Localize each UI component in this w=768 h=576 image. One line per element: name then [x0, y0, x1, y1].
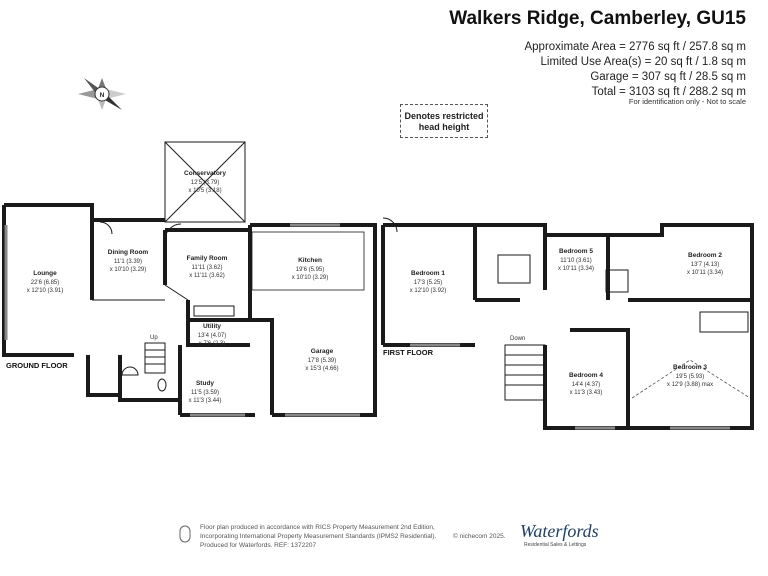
dining-room-dim2: x 10'10 (3.29)	[110, 267, 147, 273]
family-room-name: Family Room	[187, 255, 228, 262]
bedroom-3-dim2: x 12'9 (3.88) max	[667, 382, 713, 388]
conservatory-name: Conservatory	[184, 170, 226, 177]
first-floor-windows	[410, 343, 730, 430]
garage-dim2: x 15'3 (4.66)	[305, 366, 338, 372]
conservatory-dim2: x 10'5 (3.18)	[188, 188, 221, 194]
approx-area-text: Approximate Area = 2776 sq ft / 257.8 sq…	[524, 41, 746, 53]
property-title: Walkers Ridge, Camberley, GU15	[449, 8, 746, 29]
kitchen-dim1: 19'6 (5.95)	[296, 267, 325, 273]
conservatory	[164, 141, 246, 223]
lounge-name: Lounge	[33, 270, 57, 277]
bedroom-5-name: Bedroom 5	[559, 248, 593, 255]
conservatory-dim1: 12'5 (3.79)	[191, 180, 220, 186]
bedroom-2-name: Bedroom 2	[688, 252, 722, 259]
dining-room-dim1: 11'1 (3.39)	[114, 259, 142, 265]
bedroom-2-dim2: x 10'11 (3.34)	[687, 270, 723, 276]
garage-area-text: Garage = 307 sq ft / 28.5 sq m	[590, 71, 746, 83]
garage-dim1: 17'8 (5.39)	[308, 358, 337, 364]
dining-room-name: Dining Room	[108, 249, 149, 256]
bedroom-1-dim1: 17'3 (5.25)	[414, 280, 443, 286]
first-floor-label: FIRST FLOOR	[383, 348, 434, 357]
footer-line-2: Incorporating International Property Mea…	[200, 533, 437, 540]
footer-line-1: Floor plan produced in accordance with R…	[200, 524, 435, 531]
ipms-badge-icon	[179, 525, 191, 543]
bedroom-1-name: Bedroom 1	[411, 270, 445, 277]
utility-dim2: x 7'6 (2.3)	[199, 341, 226, 347]
bedroom-1-dim2: x 12'10 (3.92)	[410, 288, 447, 294]
bedroom-3-dim1: 19'5 (5.93)	[676, 374, 705, 380]
study-dim2: x 11'3 (3.44)	[189, 398, 222, 404]
utility-dim1: 13'4 (4.07)	[198, 333, 227, 339]
ground-floor-details	[92, 221, 365, 392]
compass-north-label: N	[100, 92, 105, 99]
footer-line-3: Produced for Waterfords. REF: 1372207	[200, 542, 317, 549]
kitchen-dim2: x 10'10 (3.29)	[292, 275, 329, 281]
study-name: Study	[196, 380, 214, 387]
bedroom-5-dim2: x 10'11 (3.34)	[558, 266, 594, 272]
ground-floor-walls	[2, 203, 377, 417]
family-room-dim1: 11'11 (3.62)	[192, 265, 223, 271]
utility-name: Utility	[203, 323, 221, 330]
bedroom-4-name: Bedroom 4	[569, 372, 603, 379]
limited-use-text: Limited Use Area(s) = 20 sq ft / 1.8 sq …	[540, 56, 747, 68]
copyright-text: © nichecom 2025.	[453, 533, 506, 540]
first-floor-details	[382, 217, 749, 401]
study-dim1: 11'5 (3.59)	[191, 390, 219, 396]
bedroom-5-dim1: 11'10 (3.61)	[560, 258, 591, 264]
kitchen-name: Kitchen	[298, 257, 322, 264]
total-area-text: Total = 3103 sq ft / 288.2 sq m	[591, 86, 746, 98]
identification-note: For identification only - Not to scale	[628, 97, 746, 106]
restricted-head-height-area	[631, 359, 751, 399]
ground-floor-label: GROUND FLOOR	[6, 361, 68, 370]
ground-floor-windows	[4, 223, 360, 417]
family-room-dim2: x 11'11 (3.62)	[189, 273, 225, 279]
waterfords-tagline: Residential Sales & Lettings	[524, 542, 587, 548]
footer-notes: Floor plan produced in accordance with R…	[200, 523, 506, 550]
bedroom-4-dim2: x 11'3 (3.43)	[570, 390, 603, 396]
stairs-up-label: Up	[150, 335, 158, 341]
room-labels: Conservatory 12'5 (3.79) x 10'5 (3.18) D…	[27, 170, 723, 404]
bedroom-2-dim1: 13'7 (4.13)	[691, 262, 720, 268]
restricted-height-legend: Denotes restricted head height	[400, 104, 488, 138]
lounge-dim2: x 12'10 (3.91)	[27, 288, 64, 294]
lounge-dim1: 22'6 (6.85)	[31, 280, 60, 286]
stairs-down-label: Down	[510, 336, 525, 342]
bedroom-4-dim1: 14'4 (4.37)	[572, 382, 601, 388]
bedroom-3-name: Bedroom 3	[673, 364, 707, 371]
waterfords-logo: Waterfords	[520, 521, 599, 541]
garage-name: Garage	[311, 348, 334, 355]
compass-icon: N	[78, 78, 126, 110]
area-summary: Approximate Area = 2776 sq ft / 257.8 sq…	[524, 40, 746, 100]
